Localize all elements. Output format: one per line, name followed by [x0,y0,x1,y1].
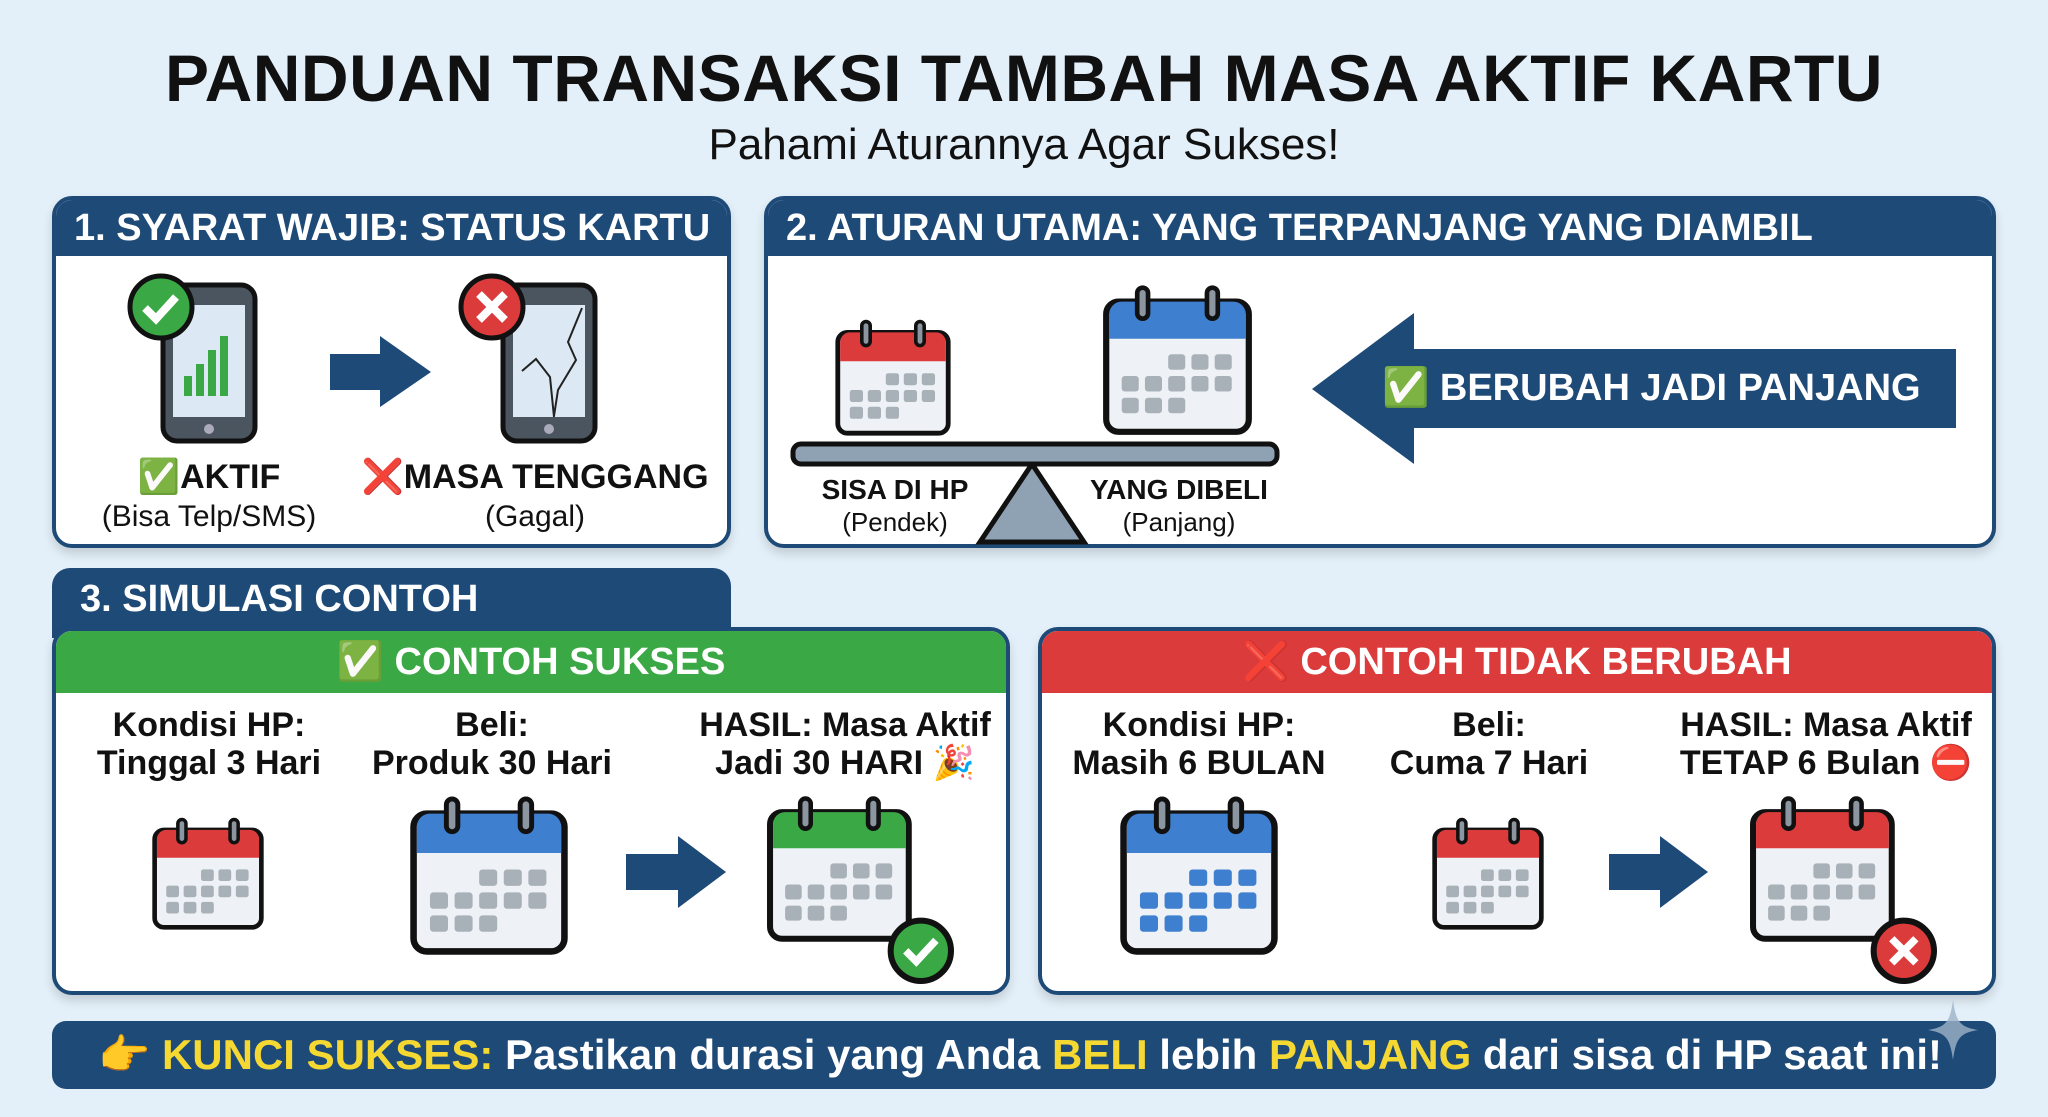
success-purchase: Beli:Produk 30 Hari [372,706,612,782]
scale-fulcrum [975,459,1089,545]
x-badge-icon [458,273,526,341]
sparkle-icon [1928,1000,1978,1060]
calendar-3-days-icon [150,816,270,932]
success-title: ✅ CONTOH SUKSES [56,631,1006,693]
check-badge-icon [127,273,195,341]
label-yang-dibeli: YANG DIBELI(Panjang) [1090,474,1268,537]
calendar-result-x-icon [1747,794,1943,984]
pointing-hand-icon: 👉 [98,1031,151,1078]
section-3-title: 3. SIMULASI CONTOH [80,578,479,620]
arrow-text: ✅ BERUBAH JADI PANJANG [1382,367,1921,409]
check-icon: ✅ [1382,367,1430,409]
arrow-right-icon [330,336,431,407]
status-active: ✅AKTIF(Bisa Telp/SMS) [101,458,317,533]
page-subtitle: Pahami Aturannya Agar Sukses! [708,120,1340,169]
label-sisa-di-hp: SISA DI HP(Panjang)(Pendek) [821,474,969,537]
arrow-left-icon [1312,313,1956,464]
phone-cracked-icon [500,282,598,444]
check-icon: ✅ [336,641,384,683]
status-grace: ❌MASA TENGGANG(Gagal) [361,458,709,533]
scale-beam [790,441,1280,467]
page-title: PANDUAN TRANSAKSI TAMBAH MASA AKTIF KART… [164,41,1884,115]
section-2-title: 2. ATURAN UTAMA: YANG TERPANJANG YANG DI… [768,200,1992,256]
fail-condition: Kondisi HP:Masih 6 BULAN [1072,706,1326,782]
check-icon: ✅ [137,458,181,496]
x-icon: ❌ [361,458,404,496]
calendar-short-icon [833,318,957,438]
calendar-long-icon [1100,283,1260,438]
fail-purchase: Beli:Cuma 7 Hari [1389,706,1589,782]
section-aturan-utama: 2. ATURAN UTAMA: YANG TERPANJANG YANG DI… [764,196,1996,548]
calendar-30-days-icon [407,794,577,958]
footer-key-message: 👉 KUNCI SUKSES: Pastikan durasi yang And… [52,1021,1996,1089]
calendar-7-days-icon [1430,816,1550,932]
status-illustration [127,273,598,444]
calendar-6-months-icon [1117,794,1287,958]
x-icon: ❌ [1242,641,1290,683]
success-condition: Kondisi HP:Tinggal 3 Hari [96,706,322,782]
calendar-result-check-icon [764,794,960,984]
scale-illustration [790,313,1956,545]
section-3-tab: 3. SIMULASI CONTOH [52,568,731,638]
section-1-title: 1. SYARAT WAJIB: STATUS KARTU [56,200,727,256]
fail-title: ❌ CONTOH TIDAK BERUBAH [1042,631,1992,693]
